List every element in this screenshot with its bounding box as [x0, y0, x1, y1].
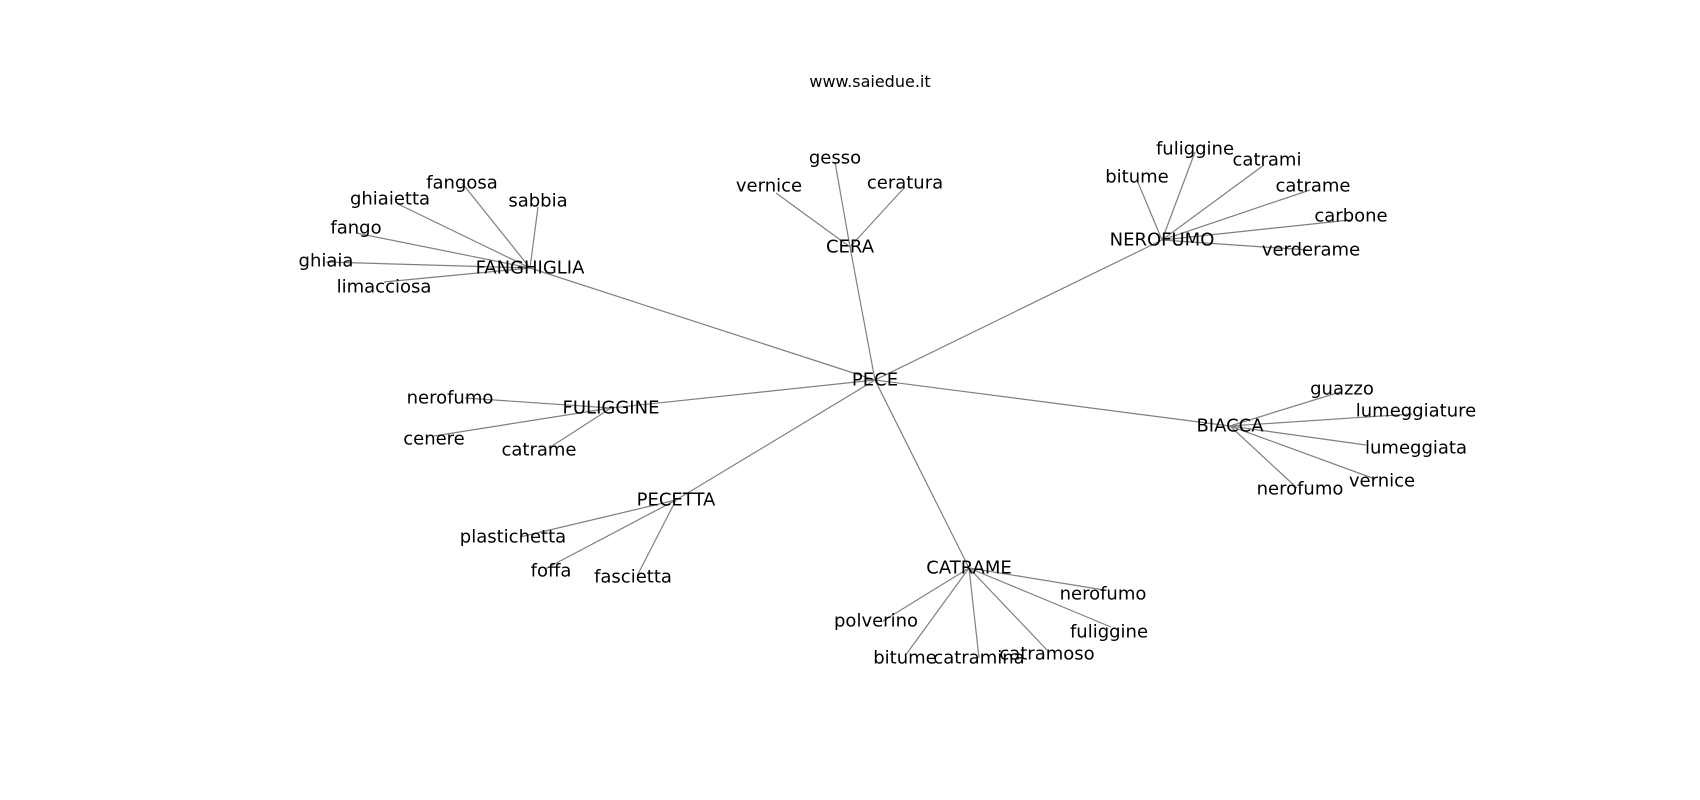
leaf-node-label: polverino [834, 611, 918, 632]
leaf-node-label: catrame [501, 440, 576, 461]
leaf-node-label: ghiaia [299, 251, 354, 272]
edge-hub-to-leaf [775, 192, 851, 248]
edge-hub-to-leaf [1229, 413, 1413, 427]
hub-node-label: NEROFUMO [1110, 230, 1215, 251]
leaf-node-label: bitume [1105, 167, 1169, 188]
leaf-node-label: lumeggiature [1356, 401, 1476, 422]
leaf-node-label: carbone [1314, 206, 1387, 227]
edge-hub-to-leaf [1136, 179, 1163, 241]
leaf-node-label: bitume [873, 648, 937, 669]
edge-hub-to-leaf [882, 567, 970, 622]
leaf-node-label: nerofumo [407, 388, 494, 409]
edge-root-to-hub [675, 379, 876, 501]
edge-hub-to-leaf [1161, 164, 1265, 241]
hub-node-label: CERA [826, 237, 875, 258]
hub-node-label: FULIGGINE [563, 398, 660, 419]
leaf-node-label: fuliggine [1156, 139, 1234, 160]
edge-root-to-hub [610, 379, 876, 409]
leaf-node-label: ceratura [867, 173, 943, 194]
edge-hub-to-leaf [433, 407, 612, 437]
leaf-node-label: nerofumo [1257, 479, 1344, 500]
edge-root-to-hub [874, 239, 1163, 381]
edge-hub-to-leaf [544, 499, 677, 570]
edge-hub-to-leaf [325, 261, 531, 269]
leaf-node-label: lumeggiata [1365, 438, 1467, 459]
leaf-node-label: catrame [1275, 176, 1350, 197]
edge-hub-to-leaf [1229, 425, 1376, 480]
edge-hub-to-leaf [1161, 151, 1196, 241]
hub-node-label: BIACCA [1196, 416, 1264, 437]
leaf-node-label: sabbia [508, 191, 567, 212]
edge-hub-to-leaf [464, 397, 612, 409]
edge-hub-to-leaf [904, 567, 970, 657]
leaf-node-label: catrami [1233, 150, 1302, 171]
leaf-node-label: plastichetta [460, 527, 566, 548]
edge-hub-to-leaf [834, 161, 851, 248]
hub-node-label: PECETTA [637, 490, 716, 511]
edge-hub-to-leaf [519, 499, 677, 538]
edge-hub-to-leaf [529, 206, 539, 269]
edge-root-to-hub [529, 267, 876, 381]
edge-root-to-hub [849, 246, 876, 381]
leaf-node-label: limacciosa [337, 277, 432, 298]
leaf-node-label: fango [330, 218, 381, 239]
leaf-node-label: catramoso [999, 644, 1094, 665]
edge-hub-to-leaf [1229, 425, 1367, 446]
edge-hub-to-leaf [968, 567, 1112, 628]
hub-node-label: CATRAME [926, 558, 1011, 579]
edge-hub-to-leaf [1229, 391, 1341, 427]
leaf-node-label: foffa [531, 561, 572, 582]
edge-hub-to-leaf [1161, 219, 1351, 241]
leaf-node-label: fangosa [426, 173, 498, 194]
edge-hub-to-leaf [383, 267, 531, 283]
leaf-node-label: ghiaietta [350, 189, 430, 210]
edge-hub-to-leaf [548, 407, 612, 449]
edge-hub-to-leaf [461, 182, 531, 269]
watermark-text: www.saiedue.it [809, 72, 930, 91]
edge-root-to-hub [874, 379, 970, 569]
hub-node-label: FANGHIGLIA [476, 258, 586, 279]
labels-layer: fangosa sabbia ghiaietta fango ghiaia limacci… [299, 139, 1477, 669]
leaf-node-label: nerofumo [1060, 584, 1147, 605]
leaf-node-label: fuliggine [1070, 622, 1148, 643]
edge-hub-to-leaf [397, 203, 531, 269]
edge-hub-to-leaf [355, 232, 531, 269]
edge-hub-to-leaf [968, 567, 1048, 651]
leaf-node-label: fascietta [594, 567, 672, 588]
leaf-node-label: vernice [1349, 471, 1415, 492]
root-node-label: PECE [852, 370, 898, 391]
leaf-node-label: verderame [1262, 240, 1360, 261]
edge-hub-to-leaf [968, 567, 980, 659]
edges-layer [325, 151, 1413, 659]
edge-hub-to-leaf [1229, 425, 1298, 489]
edge-root-to-hub [874, 379, 1231, 427]
edge-hub-to-leaf [1161, 189, 1311, 241]
leaf-node-label: cenere [403, 429, 465, 450]
edge-hub-to-leaf [636, 499, 677, 577]
leaf-node-label: gesso [809, 148, 861, 169]
leaf-node-label: catramina [933, 648, 1024, 669]
edge-hub-to-leaf [968, 567, 1105, 591]
leaf-node-label: vernice [736, 176, 802, 197]
leaf-node-label: guazzo [1310, 379, 1374, 400]
edge-hub-to-leaf [1161, 239, 1309, 251]
edge-hub-to-leaf [849, 187, 905, 248]
